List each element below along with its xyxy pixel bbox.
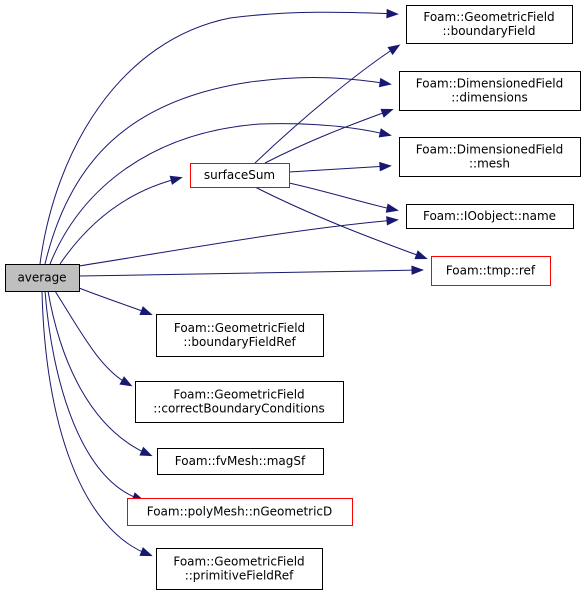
node-label: ::dimensions	[451, 91, 528, 105]
node-df_dimensions[interactable]: Foam::DimensionedField::dimensions	[399, 71, 581, 111]
edge-line	[288, 165, 390, 173]
node-label: ::correctBoundaryConditions	[153, 402, 324, 416]
edge-surfaceSum-to-gf_boundaryField	[254, 44, 401, 164]
node-label: surfaceSum	[204, 168, 275, 182]
edge-line	[59, 177, 181, 265]
edge-line	[54, 290, 131, 386]
arrowhead	[380, 108, 394, 118]
node-fvmesh_magSf[interactable]: Foam::fvMesh::magSf	[157, 448, 324, 475]
node-label: Foam::fvMesh::magSf	[175, 454, 306, 468]
node-label: average	[17, 271, 66, 285]
node-polymesh_nGeometricD[interactable]: Foam::polyMesh::nGeometricD	[127, 498, 353, 526]
node-label: Foam::GeometricField	[174, 321, 305, 335]
arrowhead	[378, 128, 392, 138]
edge-average-to-gf_boundaryFieldRef	[78, 287, 153, 316]
edge-line	[39, 11, 397, 265]
arrowhead	[379, 161, 392, 172]
edge-line	[47, 290, 151, 456]
node-label: Foam::GeometricField	[173, 555, 304, 569]
edge-average-to-ioobject_name	[78, 216, 399, 267]
edge-average-to-gf_correctBC	[54, 290, 133, 387]
node-average[interactable]: average	[5, 264, 80, 292]
node-label: ::primitiveFieldRef	[185, 569, 294, 583]
edge-surfaceSum-to-tmp_ref	[254, 186, 428, 260]
arrowhead	[139, 306, 153, 316]
node-label: Foam::GeometricField	[423, 10, 554, 24]
node-box	[431, 256, 551, 286]
arrowhead	[386, 8, 399, 19]
edge-surfaceSum-to-df_dimensions	[264, 108, 394, 164]
edges-layer	[39, 8, 428, 557]
node-label: ::mesh	[469, 157, 510, 171]
arrowhead	[139, 446, 153, 457]
node-surfaceSum[interactable]: surfaceSum	[190, 163, 290, 188]
edge-average-to-polymesh_nGeometricD	[44, 290, 145, 502]
node-box	[399, 137, 581, 177]
node-gf_primitiveFieldRef[interactable]: Foam::GeometricField::primitiveFieldRef	[156, 548, 323, 590]
node-label: Foam::GeometricField	[173, 388, 304, 402]
nodes-layer: averagesurfaceSumFoam::GeometricField::b…	[5, 5, 581, 590]
edge-surfaceSum-to-ioobject_name	[288, 182, 399, 213]
node-label: ::boundaryFieldRef	[183, 335, 296, 349]
arrowhead	[169, 175, 183, 185]
edge-line	[254, 45, 399, 164]
arrowhead	[139, 547, 153, 557]
node-ioobject_name[interactable]: Foam::IOobject::name	[406, 204, 574, 229]
node-label: Foam::tmp::ref	[446, 264, 536, 278]
node-box	[399, 71, 581, 111]
edge-line	[254, 186, 426, 259]
edge-line	[288, 182, 397, 211]
edge-surfaceSum-to-df_mesh	[288, 161, 392, 173]
node-label: Foam::polyMesh::nGeometricD	[147, 505, 333, 519]
edge-line	[49, 123, 390, 265]
edge-average-to-surfaceSum	[59, 175, 183, 265]
node-box	[157, 448, 324, 475]
arrowhead	[386, 216, 399, 226]
node-gf_boundaryFieldRef[interactable]: Foam::GeometricField::boundaryFieldRef	[156, 314, 324, 357]
node-label: Foam::DimensionedField	[416, 77, 563, 91]
edge-line	[78, 219, 397, 267]
node-df_mesh[interactable]: Foam::DimensionedField::mesh	[399, 137, 581, 177]
node-label: Foam::DimensionedField	[416, 143, 563, 157]
edge-average-to-gf_primitiveFieldRef	[41, 290, 153, 557]
node-box	[190, 163, 290, 188]
edge-line	[41, 290, 151, 556]
edge-average-to-df_mesh	[49, 123, 392, 265]
edge-line	[44, 290, 143, 501]
edge-line	[78, 269, 422, 277]
node-label: ::boundaryField	[443, 24, 536, 38]
node-box	[156, 548, 323, 590]
arrowhead	[119, 376, 133, 387]
arrowhead	[385, 203, 399, 213]
node-box	[127, 498, 353, 526]
edge-average-to-fvmesh_magSf	[47, 290, 153, 457]
node-gf_correctBC[interactable]: Foam::GeometricField::correctBoundaryCon…	[135, 381, 344, 423]
edge-line	[78, 287, 151, 315]
node-box	[406, 204, 574, 229]
edge-line	[264, 109, 392, 164]
arrowhead	[411, 265, 424, 275]
node-box	[135, 381, 344, 423]
node-gf_boundaryField[interactable]: Foam::GeometricField::boundaryField	[406, 5, 573, 44]
node-box	[156, 314, 324, 357]
node-label: Foam::IOobject::name	[423, 209, 556, 223]
edge-line	[44, 77, 390, 265]
node-box	[406, 5, 573, 44]
edge-average-to-tmp_ref	[78, 265, 424, 277]
edge-average-to-df_dimensions	[44, 77, 392, 265]
arrowhead	[378, 77, 392, 88]
arrowhead	[387, 44, 401, 56]
edge-average-to-gf_boundaryField	[39, 8, 399, 265]
node-box	[5, 264, 80, 292]
node-tmp_ref[interactable]: Foam::tmp::ref	[431, 256, 551, 286]
arrowhead	[414, 250, 428, 260]
